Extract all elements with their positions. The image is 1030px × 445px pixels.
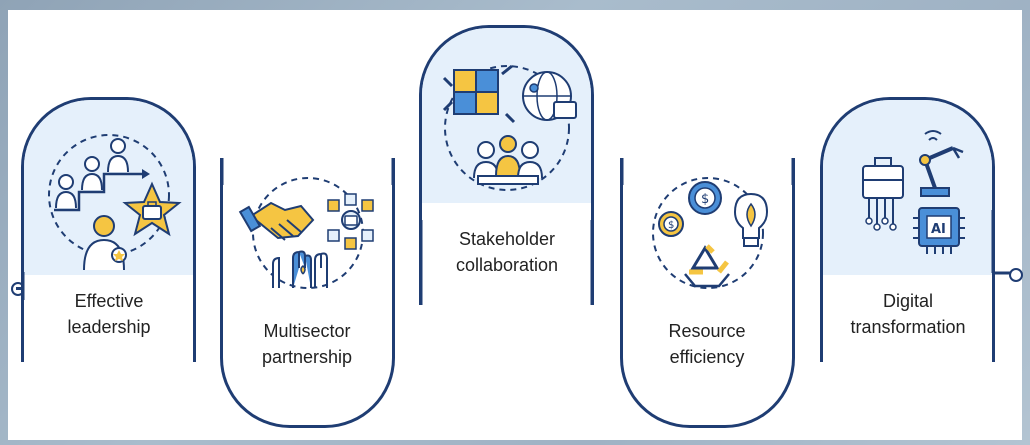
step-label-effective-leadership: Effective leadership (24, 288, 194, 340)
step-label-line2: transformation (850, 317, 966, 337)
step-label-line1: Stakeholder (458, 229, 556, 249)
partnership-icon (238, 177, 374, 289)
step-label-digital-transformation: Digital transformation (823, 288, 993, 340)
collaboration-icon (442, 64, 577, 191)
step-label-line1: Resource (668, 321, 746, 341)
svg-text:$: $ (668, 220, 674, 231)
step-card-effective-leadership (21, 97, 196, 362)
right-connector-dot (1009, 268, 1023, 282)
efficiency-icon: $ $ (652, 177, 769, 289)
step-label-line2: efficiency (669, 347, 745, 367)
step-label-line2: collaboration (455, 255, 559, 275)
step-label-line2: leadership (67, 317, 151, 337)
infographic-panel: Effective leadership Multisect (8, 10, 1023, 440)
step-label-multisector-partnership: Multisector partnership (222, 318, 392, 370)
step-card-digital-transformation: AI (820, 97, 995, 362)
step-label-line1: Digital (882, 291, 934, 311)
step-label-line1: Effective (74, 291, 144, 311)
svg-text:AI: AI (931, 222, 946, 237)
step-label-line2: partnership (261, 347, 353, 367)
step-label-line1: Multisector (263, 321, 351, 341)
step-label-resource-efficiency: Resource efficiency (622, 318, 792, 370)
step-card-stakeholder-collaboration (419, 25, 594, 305)
step-card-resource-efficiency: $ $ (620, 158, 795, 428)
svg-text:$: $ (701, 192, 709, 207)
connector-line-left (16, 287, 24, 290)
leadership-icon (48, 134, 182, 271)
step-card-multisector-partnership (220, 158, 395, 428)
digital-transformation-icon: AI (862, 130, 965, 254)
step-label-stakeholder-collaboration: Stakeholder collaboration (422, 226, 592, 278)
